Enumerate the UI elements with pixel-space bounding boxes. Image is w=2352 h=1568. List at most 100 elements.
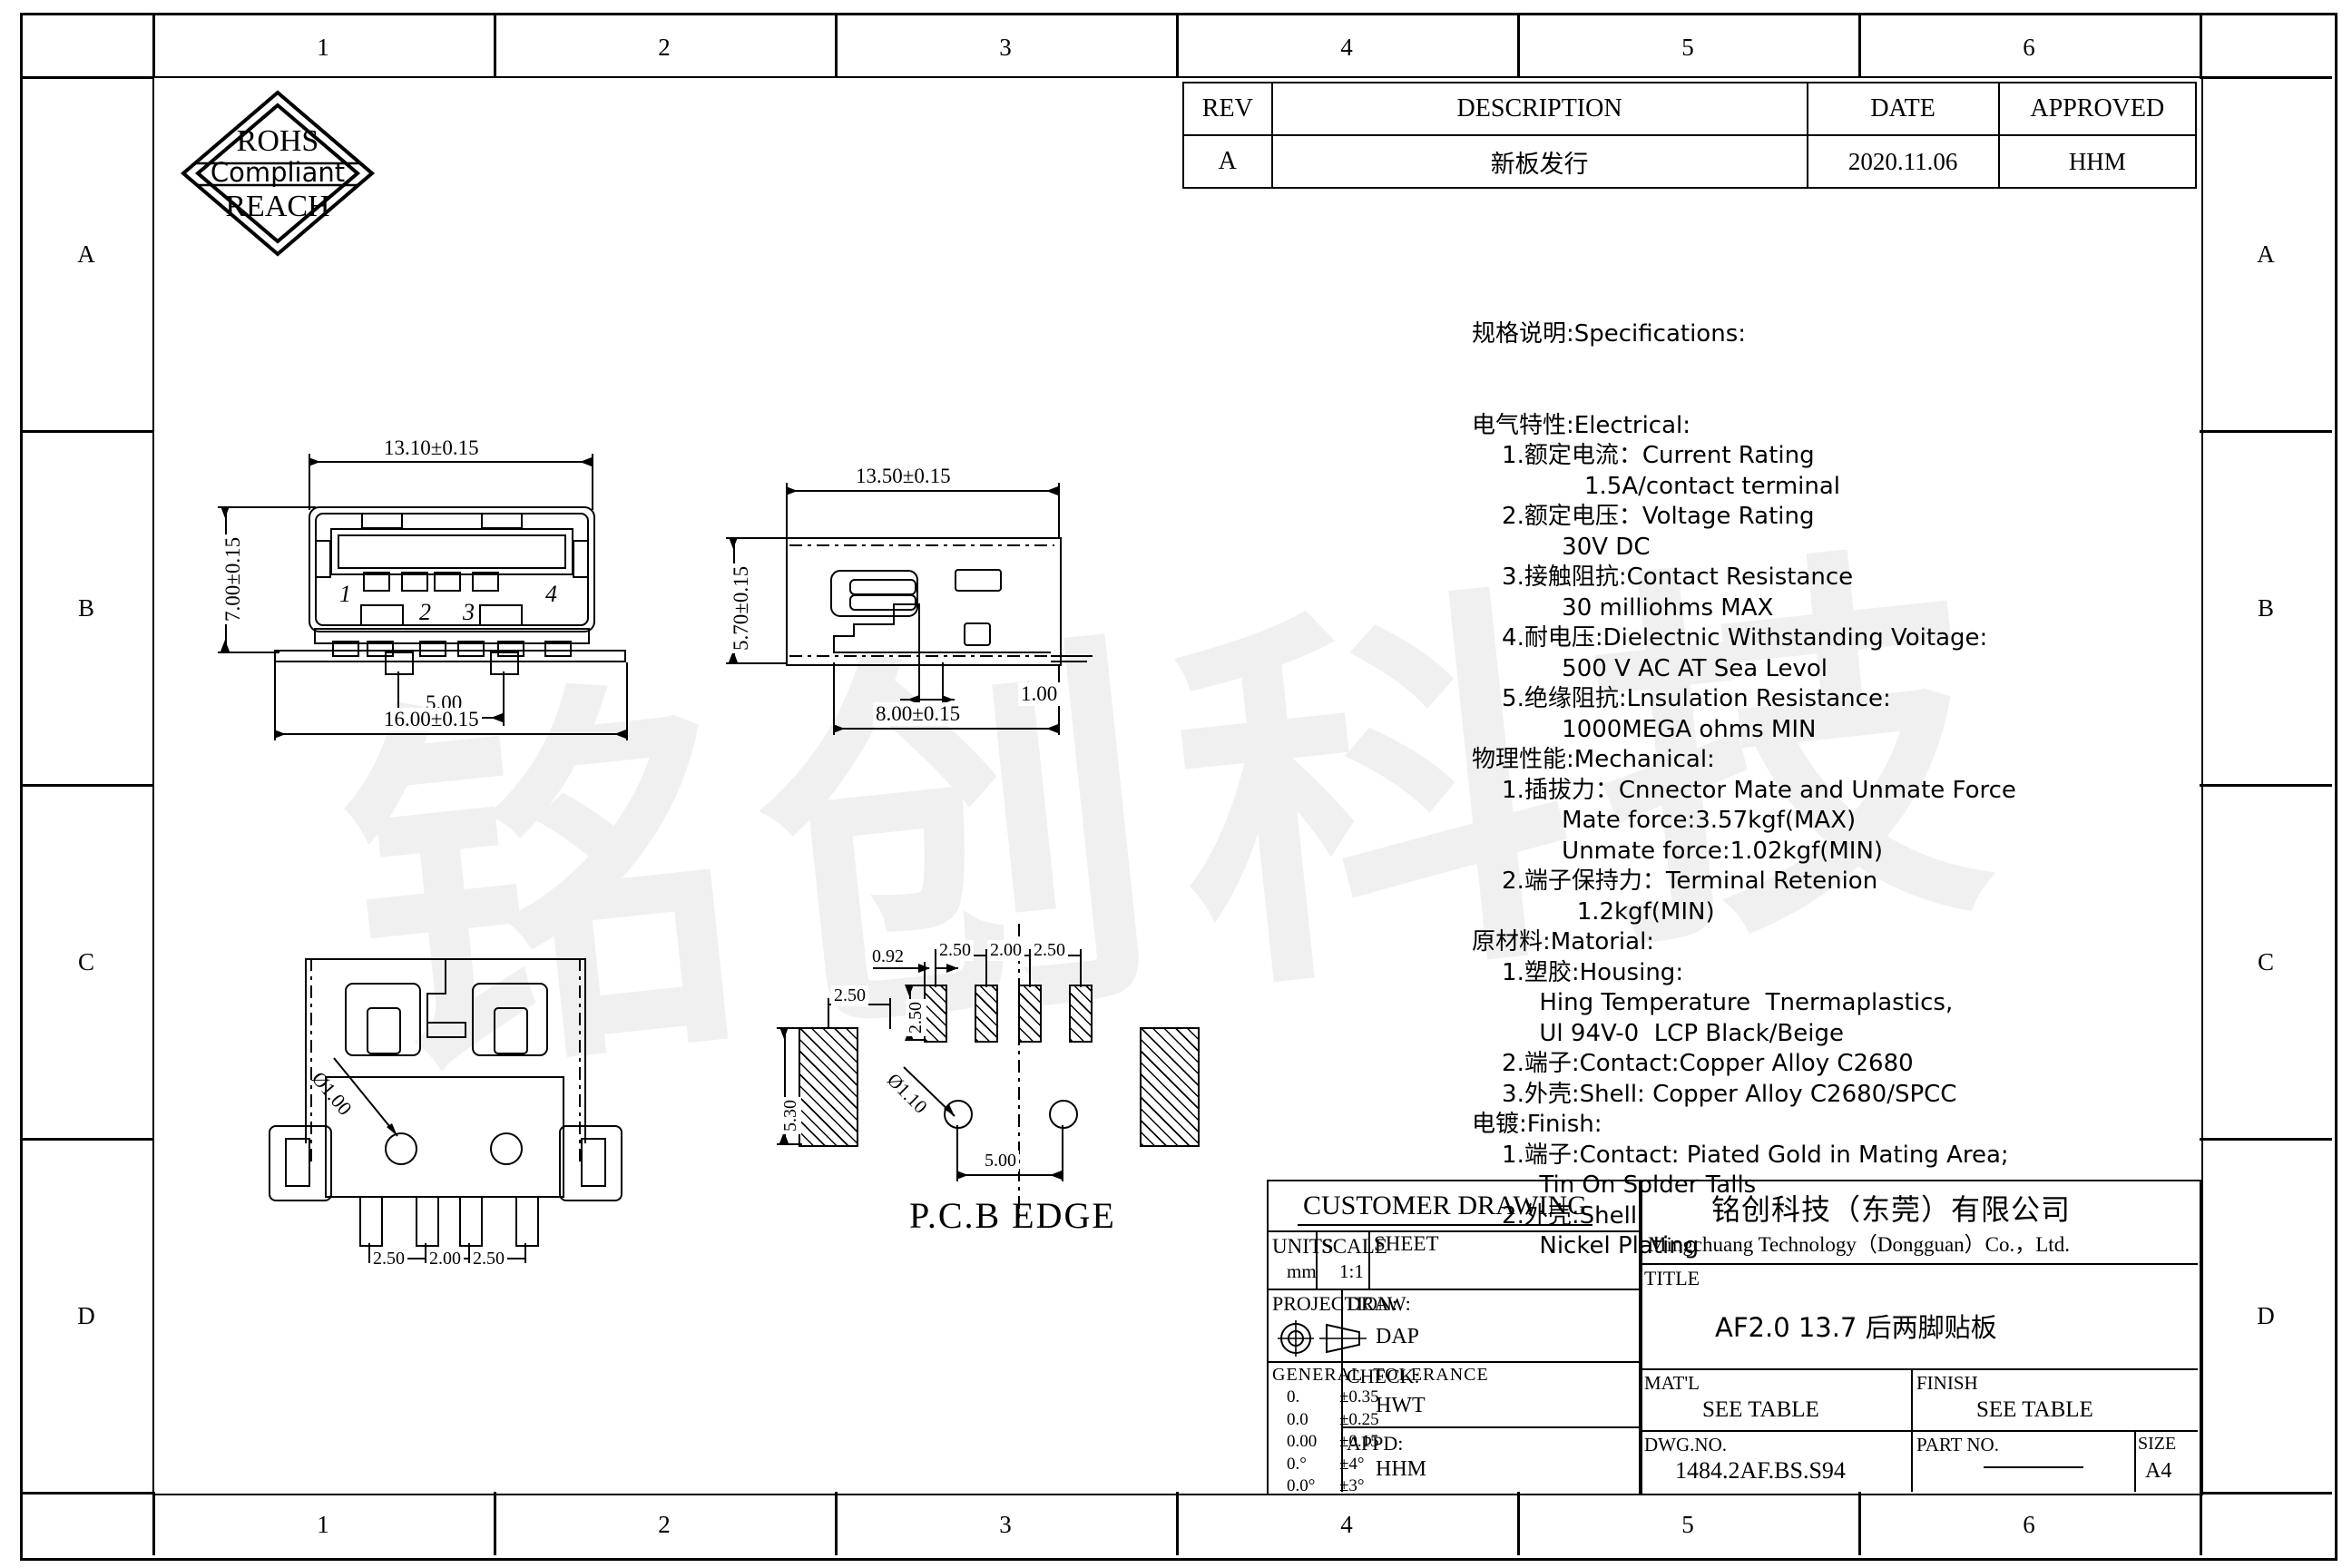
- zone-label-top-2: 2: [658, 34, 671, 61]
- zone-tick: [20, 430, 152, 433]
- front-view-spring-right: [573, 540, 589, 578]
- dim-pcb-shell-pad-height: 5.30: [780, 1097, 801, 1134]
- dim-width-shell: 13.10±0.15: [381, 436, 482, 460]
- zone-tick: [1517, 13, 1520, 76]
- dim-line-1-00: [900, 699, 955, 701]
- zone-label-bottom-4: 4: [1340, 1511, 1353, 1538]
- dim-line-pcb-5-00: [956, 1174, 1062, 1176]
- zone-label-left-a: A: [77, 240, 95, 268]
- dim-pcb-hole-span: 5.00: [982, 1151, 1019, 1171]
- specification-line: 2.端子:Contact:Copper Alloy C2680: [1472, 1050, 1914, 1077]
- tb-line: [1267, 1361, 1639, 1363]
- bottom-view-body-left: [325, 1076, 327, 1198]
- side-view-leg-step: [853, 623, 895, 625]
- side-view-latch: [830, 570, 918, 617]
- first-angle-projection-icon: [1278, 1320, 1367, 1357]
- rev-value: A: [1182, 134, 1273, 189]
- specification-line: 2.额定电压：Voltage Rating: [1472, 503, 1815, 530]
- side-view-center-bottom: [789, 655, 1054, 657]
- ext-line: [1080, 949, 1082, 987]
- dim-bottom-pitch-b: 2.00: [426, 1249, 464, 1269]
- ext-line: [918, 662, 920, 702]
- front-view-spring-left: [315, 540, 331, 578]
- front-view-pin-3: 3: [463, 599, 475, 625]
- dim-line-0-92: [873, 967, 929, 969]
- ext-line: [524, 1243, 526, 1263]
- ext-line: [942, 662, 944, 702]
- ext-line: [777, 1027, 802, 1029]
- dim-line-13-50: [786, 490, 1058, 492]
- sheet-label: SHEET: [1374, 1232, 1439, 1255]
- customer-drawing-label: CUSTOMER DRAWING: [1298, 1191, 1592, 1226]
- general-tolerance-label: GENERAL TOLERANCE: [1272, 1365, 1489, 1385]
- bottom-view-latch-pad: [426, 1022, 466, 1038]
- bottom-view-spring-left: [345, 983, 421, 1056]
- zone-label-top-5: 5: [1681, 34, 1694, 61]
- front-view-thru-leg-left: [385, 652, 414, 675]
- date-header: DATE: [1806, 82, 2000, 136]
- ext-line: [1062, 1125, 1063, 1181]
- bottom-view-left-edge: [305, 958, 307, 1143]
- zone-label-top-6: 6: [2023, 34, 2035, 61]
- title-value: AF2.0 13.7 后两脚贴板: [1715, 1312, 1997, 1343]
- ext-line: [985, 949, 987, 987]
- bottom-view-latch-stem: [445, 958, 446, 995]
- specification-line: 30 milliohms MAX: [1472, 593, 1774, 622]
- specification-line: 1000MEGA ohms MIN: [1472, 715, 1817, 743]
- ext-line: [726, 662, 788, 664]
- dim-line-5-30: [784, 1027, 786, 1143]
- dim-overall-width: 16.00±0.15: [381, 708, 482, 731]
- zone-tick: [20, 1492, 152, 1494]
- front-view-leg-d: [457, 641, 485, 657]
- tolerance-row: 0.00±0.15: [1287, 1431, 1379, 1454]
- rev-header: REV: [1182, 82, 1273, 136]
- specification-line: 2.外壳:Shell:: [1472, 1201, 1645, 1230]
- specification-line: 电气特性:Electrical:: [1472, 411, 1691, 439]
- zone-label-left-b: B: [77, 594, 94, 622]
- date-value: 2020.11.06: [1806, 134, 2000, 189]
- description-header: DESCRIPTION: [1270, 82, 1808, 136]
- front-view-dimple-right: [481, 513, 523, 529]
- pcb-shell-pad-right: [1140, 1027, 1200, 1147]
- specification-line: Hing Temperature Tnermaplastics,: [1472, 989, 1954, 1016]
- size-label: SIZE: [2138, 1434, 2177, 1454]
- side-view-body: [786, 537, 1062, 666]
- side-view-leg-left: [893, 603, 895, 623]
- bottom-view-flange-right: [559, 1125, 622, 1201]
- company-name-cn: 铭创科技（东莞）有限公司: [1711, 1192, 2072, 1227]
- rohs-line1: ROHS: [237, 124, 319, 158]
- pcb-pad-2: [975, 985, 998, 1043]
- side-view-center-top: [789, 544, 1054, 546]
- side-view-leg-slope: [833, 635, 855, 637]
- tolerance-format: 0.0: [1287, 1409, 1308, 1429]
- pcb-shell-pad-left: [799, 1027, 858, 1147]
- specifications-heading: 规格说明:Specifications:: [1472, 320, 1746, 348]
- bottom-view-body-right: [563, 1076, 564, 1198]
- pcb-pad-4: [1069, 985, 1093, 1043]
- zone-tick: [2200, 1138, 2332, 1141]
- specification-line: 原材料:Matorial:: [1472, 928, 1655, 956]
- side-view-latch-top: [849, 579, 916, 595]
- check-value: HWT: [1376, 1394, 1426, 1417]
- revision-table: REV DESCRIPTION DATE APPROVED A 新板发行 202…: [1182, 82, 2198, 189]
- tolerance-value: ±0.15: [1339, 1432, 1379, 1451]
- front-view-pin-1: 1: [339, 581, 351, 607]
- bottom-view-latch-arm: [426, 993, 446, 995]
- dim-pcb-pitch-1: 2.50: [936, 940, 974, 961]
- zone-tick: [2200, 76, 2332, 79]
- revision-table-header-row: REV DESCRIPTION DATE APPROVED: [1182, 82, 2198, 136]
- tb-line: [2134, 1430, 2136, 1492]
- scale-value: 1:1: [1339, 1260, 1364, 1282]
- ext-line: [503, 671, 505, 726]
- units-label: UNITS: [1272, 1235, 1334, 1258]
- bottom-view-spring-tip-left: [367, 1007, 401, 1054]
- dim-bottom-pitch-c: 2.50: [470, 1249, 507, 1269]
- zone-label-left-c: C: [77, 948, 94, 975]
- finish-label: FINISH: [1916, 1372, 1978, 1394]
- bottom-view-hole-right: [490, 1132, 523, 1165]
- bottom-view-body-bottom: [325, 1196, 563, 1198]
- front-view-leg-a: [332, 641, 359, 657]
- ext-line: [726, 537, 788, 539]
- zone-tick: [1517, 1492, 1520, 1555]
